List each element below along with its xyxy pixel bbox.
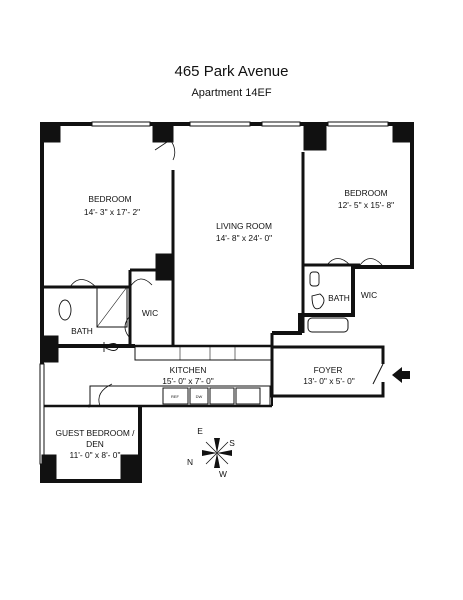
window [39, 363, 45, 465]
bedroom1-name: BEDROOM [88, 194, 131, 204]
bath1-name: BATH [71, 326, 93, 336]
bath2-name: BATH [328, 293, 350, 303]
guest-dim: 11'- 0" x 8'- 0" [70, 450, 121, 460]
door-swing [359, 258, 383, 266]
lower-cabinets [89, 385, 271, 407]
toilet [103, 342, 119, 352]
compass-point [214, 438, 220, 453]
door-swing [69, 279, 97, 288]
dishwasher [189, 387, 209, 405]
refrigerator [162, 387, 189, 405]
sink [58, 299, 72, 321]
shower [96, 286, 128, 328]
upper-cabinets [134, 345, 273, 361]
compass-n: N [187, 457, 193, 467]
column [303, 123, 327, 151]
compass-w: W [219, 469, 227, 479]
compass-point [217, 450, 232, 456]
shower-line [96, 286, 128, 328]
compass-line [205, 441, 229, 465]
guest-name: GUEST BEDROOM / [56, 428, 136, 438]
kitchen-name: KITCHEN [170, 365, 207, 375]
compass-e: E [197, 426, 203, 436]
exterior-wall [270, 333, 385, 398]
foyer-dim: 13'- 0" x 5'- 0" [303, 376, 355, 386]
toilet [311, 293, 325, 310]
exterior-wall-east [270, 333, 385, 364]
guest-name-2: DEN [86, 439, 104, 449]
compass-rose [202, 438, 232, 468]
range [235, 387, 261, 405]
wic1-name: WIC [142, 308, 158, 318]
living-dim: 14'- 8" x 24'- 0" [216, 233, 272, 243]
entry-arrow [392, 367, 410, 383]
plan-title: 465 Park Avenue [174, 63, 289, 80]
entry-door [372, 363, 384, 385]
bedroom1-dim: 14'- 3" x 17'- 2" [84, 207, 140, 217]
kitchen-dim: 15'- 0" x 7'- 0" [162, 376, 214, 386]
column [392, 123, 413, 143]
column [152, 123, 174, 143]
exterior-wall-main [40, 122, 414, 348]
door-swing [326, 258, 351, 266]
foyer-name: FOYER [314, 365, 343, 375]
column [41, 335, 59, 363]
column [155, 253, 174, 281]
wic2-name: WIC [361, 290, 377, 300]
column [41, 123, 61, 143]
sink [309, 271, 320, 287]
compass-point [202, 450, 217, 456]
door-swing [154, 139, 176, 161]
column [41, 454, 57, 482]
living-name: LIVING ROOM [216, 221, 272, 231]
plan-subtitle: Apartment 14EF [191, 87, 272, 99]
window [327, 121, 389, 127]
compass-s: S [229, 438, 235, 448]
sink-kitchen [209, 387, 235, 405]
window [261, 121, 301, 127]
window [189, 121, 251, 127]
door-swing [129, 278, 153, 288]
window [91, 121, 151, 127]
bedroom2-dim: 12'- 5" x 15'- 8" [338, 200, 394, 210]
compass-point [214, 453, 220, 468]
dw-label: DW [196, 394, 203, 399]
bathtub [307, 317, 349, 333]
bedroom2-name: BEDROOM [344, 188, 387, 198]
column [120, 454, 141, 482]
door-swing [98, 383, 113, 407]
ref-label: REF [171, 394, 180, 399]
